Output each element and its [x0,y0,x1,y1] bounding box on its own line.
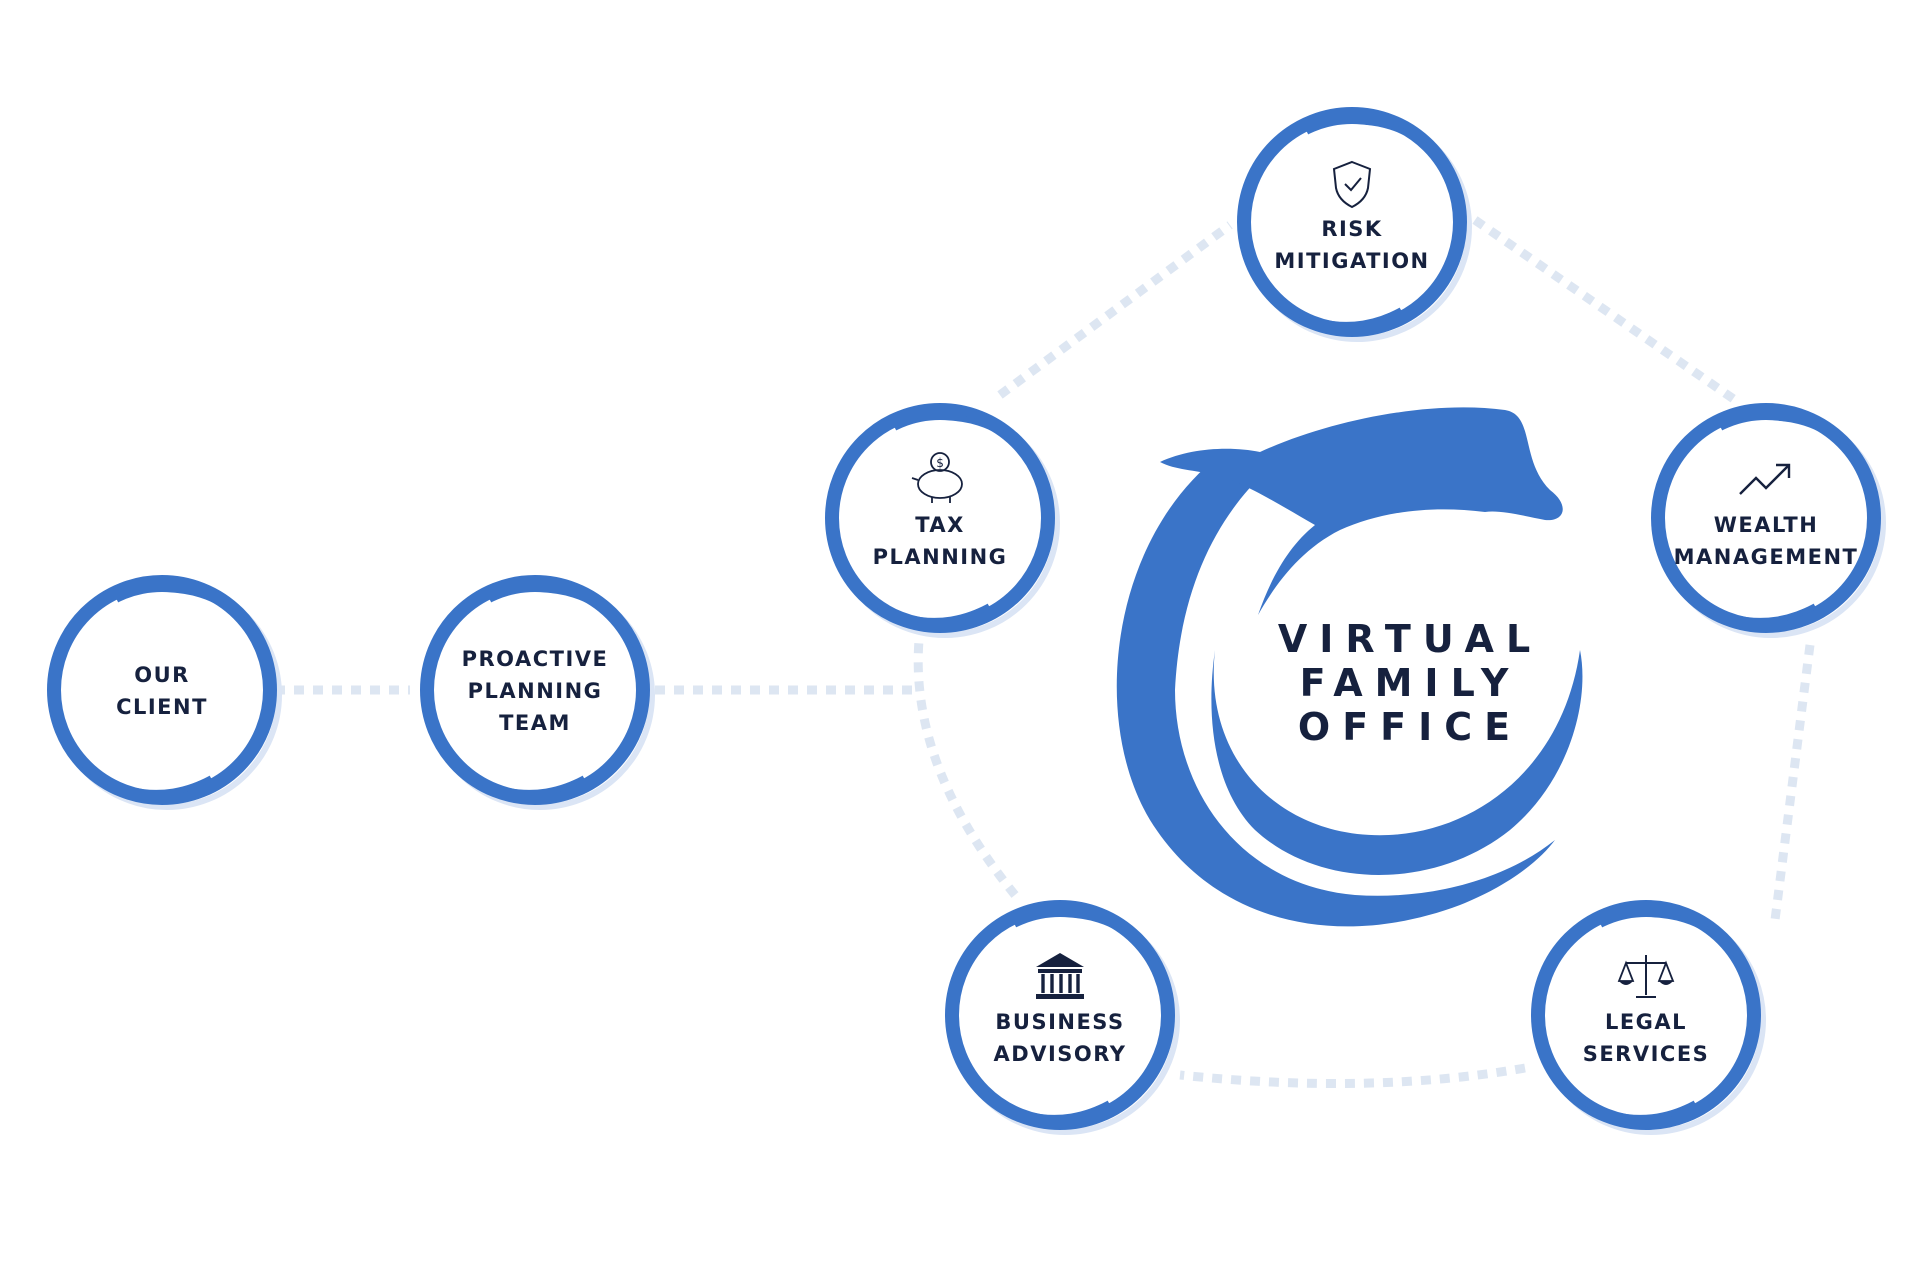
trend-up-icon [1739,463,1791,495]
shield-check-icon [1332,160,1372,209]
center-emblem: VIRTUAL FAMILY OFFICE [1116,407,1583,927]
piggy-bank-icon: $ [911,452,963,503]
center-title-line-1: VIRTUAL [1278,617,1542,661]
node-label-line: SERVICES [1583,1042,1710,1066]
node-label-line: TEAM [499,711,571,735]
node-our-client: OUR CLIENT [54,582,279,807]
node-label-line: MITIGATION [1274,249,1429,273]
node-label-line: PLANNING [468,679,603,703]
service-nodes: OUR CLIENT PROACTIVE PLANNING TEAM $ TAX PLANNI… [54,114,1883,1132]
node-label-line: TAX [915,513,965,537]
node-label-line: PROACTIVE [462,647,609,671]
node-wealth-management: WEALTH MANAGEMENT [1658,410,1883,635]
connectors [275,216,1815,1089]
node-risk-mitigation: RISK MITIGATION [1244,114,1469,339]
node-label-line: OUR [134,663,190,687]
node-legal-services: LEGAL SERVICES [1538,907,1763,1132]
node-label-line: BUSINESS [995,1010,1124,1034]
connector-hub-ring [913,216,1815,1089]
node-label-line: ADVISORY [994,1042,1127,1066]
node-proactive-planning-team: PROACTIVE PLANNING TEAM [427,582,652,807]
node-tax-planning: $ TAX PLANNING [832,410,1057,635]
node-label-line: CLIENT [116,695,208,719]
node-label-line: WEALTH [1714,513,1819,537]
scales-icon [1617,955,1675,998]
bank-icon [1036,953,1084,999]
svg-text:$: $ [936,456,944,470]
node-label-line: PLANNING [873,545,1008,569]
node-business-advisory: BUSINESS ADVISORY [952,907,1177,1132]
center-title-line-3: OFFICE [1298,705,1522,749]
node-label-line: MANAGEMENT [1674,545,1859,569]
center-title-line-2: FAMILY [1300,661,1521,705]
dolphin-icon [1116,407,1583,927]
node-label-line: RISK [1321,217,1382,241]
node-label-line: LEGAL [1605,1010,1687,1034]
